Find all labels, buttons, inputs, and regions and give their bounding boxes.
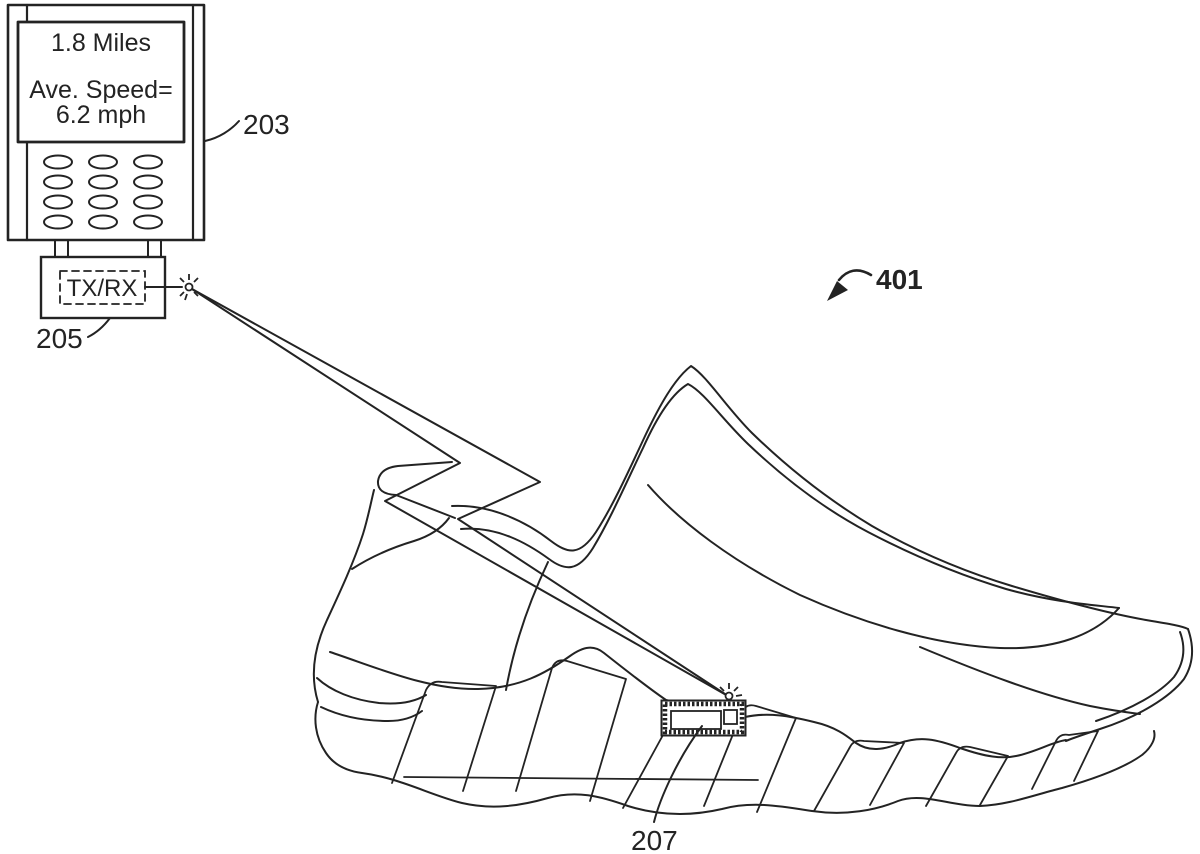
display-speed-label-text: Ave. Speed=: [29, 76, 172, 104]
starburst-signal-icon: [719, 683, 743, 701]
keypad-button: [88, 194, 118, 210]
phone-display: [16, 20, 186, 144]
heel-outline-inner: [1095, 631, 1185, 722]
keypad-button: [43, 214, 73, 230]
sensor-chip: [723, 709, 738, 725]
tread-lug: [622, 734, 664, 809]
keypad-button: [43, 154, 73, 170]
toe-bumper-line-lower: [320, 706, 423, 722]
tread-lug: [1031, 730, 1099, 790]
tread-lug: [515, 659, 627, 802]
wireless-signal-path-upper: [191, 288, 729, 697]
sole-outline: [314, 701, 1156, 815]
phone-keypad: [43, 154, 163, 230]
txrx-label: TX/RX: [67, 275, 138, 302]
heel-outline-outer: [1065, 628, 1194, 742]
shoe-opening-rim: [647, 484, 1120, 650]
keypad-button: [88, 174, 118, 190]
lace-stay: [376, 461, 456, 519]
txrx-module: [39, 255, 183, 320]
reference-annotations: [87, 120, 873, 823]
wireless-signal-path-lower: [191, 288, 729, 697]
keypad-button: [43, 194, 73, 210]
toe-bumper-line-upper: [316, 677, 427, 705]
leader-line-203: [204, 120, 240, 142]
ref-label-401: 401: [876, 264, 923, 295]
shoe-toe-outline: [312, 489, 375, 703]
starburst-signal-icon: [179, 274, 199, 301]
leader-line-205: [87, 317, 111, 338]
phone-display-readout: 1.8 Miles Ave. Speed= 6.2 mph: [29, 29, 172, 129]
toe-cap-seam: [351, 517, 450, 570]
tread-lug: [813, 739, 905, 812]
shoe-collar-inner: [460, 383, 1120, 609]
tread-lug: [925, 745, 1009, 807]
keypad-button: [88, 154, 118, 170]
shoe-sensor-module: [660, 699, 747, 737]
figure-arrow-401: [837, 269, 873, 282]
keypad-button: [88, 214, 118, 230]
shoe-collar-outer: [451, 365, 1189, 630]
keypad-button: [43, 174, 73, 190]
tread-lug: [391, 680, 497, 792]
wireless-signal-bolt: [191, 288, 729, 697]
leader-line-207: [653, 725, 703, 823]
ref-label-203: 203: [243, 109, 290, 140]
keypad-button: [133, 174, 163, 190]
shoe-illustration: [312, 365, 1194, 815]
sensor-box-hatch: [662, 701, 745, 735]
keypad-button: [133, 154, 163, 170]
phone-connector-stubs: [54, 239, 162, 258]
ref-label-207: 207: [631, 825, 678, 854]
mobile-phone: [6, 3, 206, 258]
display-distance-text: 1.8 Miles: [51, 29, 151, 57]
figure-arrowhead-401: [827, 281, 848, 301]
keypad-button: [133, 214, 163, 230]
display-speed-value-text: 6.2 mph: [56, 101, 146, 129]
sole-groove-line: [403, 776, 759, 781]
ref-label-205: 205: [36, 323, 83, 354]
sensor-inner-window: [670, 710, 722, 730]
midsole-line: [329, 646, 1067, 759]
heel-seam: [919, 646, 1141, 715]
keypad-button: [133, 194, 163, 210]
